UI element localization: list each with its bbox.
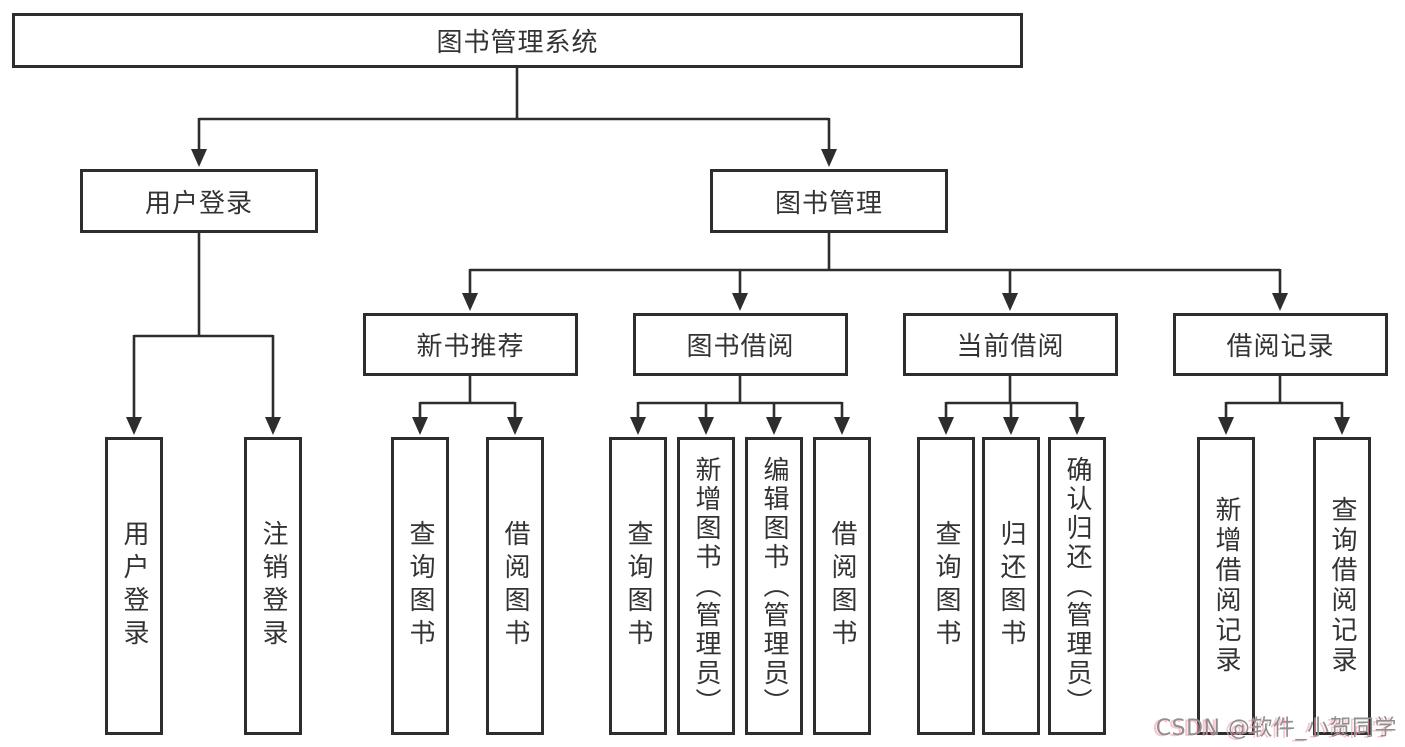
node-library-management-system: 图书管理系统	[12, 13, 1023, 68]
node-leaf-user-login: 用户登录	[105, 437, 163, 735]
node-user-login: 用户登录	[80, 169, 318, 233]
node-leaf-add-borrow-record: 新增借阅记录	[1197, 437, 1255, 735]
node-label: 查询图书	[931, 520, 961, 652]
node-label: 借阅图书	[500, 520, 530, 652]
node-label: 图书管理	[774, 188, 883, 219]
node-label: 查询图书	[405, 520, 435, 652]
node-label: 借阅记录	[1226, 332, 1335, 362]
node-label: 用户登录	[144, 188, 253, 219]
node-borrow-records: 借阅记录	[1173, 313, 1388, 376]
node-leaf-add-books-admin: 新增图书（管理员）	[677, 437, 735, 735]
node-leaf-edit-books-admin: 编辑图书（管理员）	[745, 437, 803, 735]
node-leaf-query-borrow-record: 查询借阅记录	[1313, 437, 1371, 735]
node-label: 注销登录	[258, 520, 288, 652]
node-label: 图书借阅	[686, 332, 795, 362]
node-label: 用户登录	[119, 520, 149, 652]
node-leaf-borrow-books-recommend: 借阅图书	[486, 437, 544, 735]
node-label: 图书管理系统	[436, 28, 599, 58]
node-label: 新增图书（管理员）	[691, 455, 721, 717]
node-current-borrowing: 当前借阅	[903, 313, 1118, 376]
node-label: 当前借阅	[956, 332, 1065, 362]
node-label: 查询借阅记录	[1327, 496, 1357, 676]
node-leaf-query-books-current: 查询图书	[917, 437, 975, 735]
node-label: 归还图书	[996, 520, 1026, 652]
node-leaf-query-books-borrowing: 查询图书	[609, 437, 667, 735]
node-leaf-confirm-return-admin: 确认归还（管理员）	[1048, 437, 1106, 735]
node-label: 新书推荐	[416, 332, 525, 362]
node-leaf-query-books-recommend: 查询图书	[391, 437, 449, 735]
node-label: 编辑图书（管理员）	[759, 455, 789, 717]
node-leaf-return-books: 归还图书	[982, 437, 1040, 735]
node-book-management: 图书管理	[710, 169, 948, 233]
node-label: 借阅图书	[827, 520, 857, 652]
node-label: 确认归还（管理员）	[1062, 455, 1092, 717]
node-book-borrowing: 图书借阅	[633, 313, 848, 376]
watermark: CSDN @软件_小贺同学	[1155, 716, 1397, 741]
node-leaf-borrow-books-borrowing: 借阅图书	[813, 437, 871, 735]
node-new-book-recommendation: 新书推荐	[363, 313, 578, 376]
node-label: 查询图书	[623, 520, 653, 652]
node-label: 新增借阅记录	[1211, 496, 1241, 676]
node-leaf-logout-login: 注销登录	[244, 437, 302, 735]
